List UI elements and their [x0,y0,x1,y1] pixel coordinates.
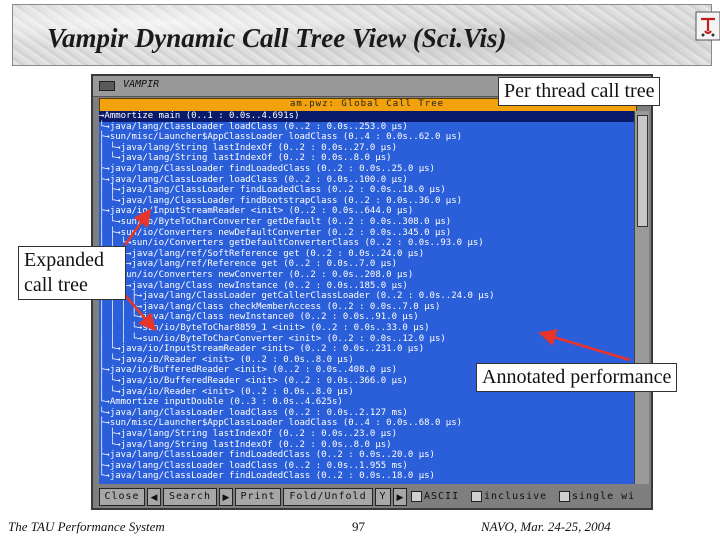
call-tree-row[interactable]: ├→java/io/InputStreamReader <init> (0..2… [99,206,414,217]
call-tree-row[interactable]: │ │ │ └→sun/io/ByteToCharConverter <init… [99,333,446,344]
call-tree-row[interactable]: ├→java/lang/ClassLoader loadClass (0..2 … [99,174,408,185]
expanded-call-tree-callout: Expanded call tree [18,246,126,300]
call-tree-row[interactable]: │ │ │ └→sun/io/ByteToChar8859_1 <init> (… [99,323,430,333]
call-tree-row[interactable]: │ │ └→java/lang/ref/Reference get (0..2 … [99,259,398,270]
call-tree-row[interactable]: ├→java/lang/ClassLoader loadClass (0..2 … [99,460,408,471]
call-tree-row[interactable]: │ └→java/io/Reader <init> (0..2 : 0.0s..… [99,386,354,397]
call-tree-row[interactable]: │ ├→java/lang/ClassLoader findLoadedClas… [99,185,446,196]
call-tree-row[interactable]: │ └→java/io/InputStreamReader <init> (0.… [99,344,425,355]
ascii-label: ASCII [424,491,460,502]
close-button[interactable]: Close [99,488,145,506]
call-tree-row[interactable]: └→Ammortize inputDouble (0..3 : 0.0s..4.… [99,397,343,408]
call-tree-row[interactable]: └→java/lang/ClassLoader loadClass (0..2 … [99,121,408,132]
call-tree-row[interactable]: ├→java/lang/ClassLoader findLoadedClass … [99,164,435,174]
per-thread-callout: Per thread call tree [498,77,661,106]
search-button[interactable]: Search [163,488,217,506]
call-tree-row[interactable]: │ └→java/lang/String lastIndexOf (0..2 :… [99,142,398,153]
call-tree-row[interactable]: ├→java/lang/ClassLoader findLoadedClass … [99,450,435,461]
checkbox-icon[interactable] [559,491,570,502]
print-button[interactable]: Print [235,488,281,506]
left-arrow-icon[interactable]: ◀ [147,488,161,506]
single-label: single wi [572,491,636,502]
fold-unfold-button[interactable]: Fold/Unfold [283,488,373,506]
call-tree-row[interactable]: └→java/lang/ClassLoader findLoadedClass … [99,471,435,482]
call-tree-row[interactable]: │ │ └→sun/io/Converters getDefaultConver… [99,238,484,249]
call-tree-row[interactable]: │ └→java/lang/ClassLoader findBootstrapC… [99,195,463,206]
bottom-toolbar: Close ◀ Search ▶ Print Fold/Unfold Y ▶ A… [97,488,652,506]
call-tree-row[interactable]: ├→sun/misc/Launcher$AppClassLoader loadC… [99,418,463,429]
scrollbar-thumb[interactable] [637,115,648,227]
call-tree-row[interactable]: │ └→sun/io/ByteToCharConverter getDefaul… [99,217,452,227]
call-tree-row[interactable]: │ │ │ └→java/lang/Class newInstance0 (0.… [99,312,419,323]
call-tree-title: am.pwz: Global Call Tree [290,99,445,109]
call-tree-row[interactable]: │ ├→sun/io/Converters newConverter (0..2… [99,270,414,280]
call-tree-row[interactable]: │ └→java/io/BufferedReader <init> (0..2 … [99,376,408,386]
title-banner: Vampir Dynamic Call Tree View (Sci.Vis) [12,4,720,66]
page-number: 97 [352,519,365,534]
window-title: VAMPIR [123,79,160,90]
call-tree-row[interactable]: │ └→java/lang/String lastIndexOf (0..2 :… [99,153,392,164]
call-tree-row[interactable]: │ │ └→java/lang/ref/SoftReference get (0… [99,248,425,259]
call-tree-row[interactable]: └→java/lang/ClassLoader loadClass (0..2 … [99,407,408,418]
call-tree-row[interactable]: │ │ ├→java/lang/Class newInstance (0..2 … [99,280,408,291]
tau-logo-icon [695,11,720,41]
window-menu-icon[interactable] [99,81,115,91]
call-tree-row[interactable]: ├→java/io/BufferedReader <init> (0..2 : … [99,365,398,376]
expanded-callout-line1: Expanded [24,249,104,271]
vampir-window: VAMPIR am.pwz: Global Call Tree →Ammorti… [91,74,653,510]
call-tree-row[interactable]: │ └→java/lang/String lastIndexOf (0..2 :… [99,439,392,450]
call-tree-row[interactable]: │ ├→java/lang/String lastIndexOf (0..2 :… [99,429,398,439]
right-arrow-icon[interactable]: ▶ [219,488,233,506]
call-tree-panel[interactable]: →Ammortize main (0..1 : 0.0s..4.691s) └→… [99,111,634,484]
checkbox-icon[interactable] [471,491,482,502]
right-arrow-icon[interactable]: ▶ [393,488,407,506]
expanded-callout-line2: call tree [24,274,88,296]
slide-title: Vampir Dynamic Call Tree View (Sci.Vis) [47,23,507,53]
call-tree-row[interactable]: │ │ │ ├→java/lang/ClassLoader getCallerC… [99,291,495,302]
y-button[interactable]: Y [375,488,391,506]
checkbox-icon[interactable] [411,491,422,502]
call-tree-row[interactable]: │ └→java/io/Reader <init> (0..2 : 0.0s..… [99,354,354,365]
call-tree-row[interactable]: →Ammortize main (0..1 : 0.0s..4.691s) [99,111,634,122]
footer-right: NAVO, Mar. 24-25, 2004 [481,519,611,534]
call-tree-row[interactable]: ├→sun/misc/Launcher$AppClassLoader loadC… [99,132,463,143]
call-tree-row[interactable]: │ │ │ ├→java/lang/Class checkMemberAcces… [99,301,441,312]
footer-left: The TAU Performance System [8,519,165,534]
annotated-performance-callout: Annotated performance [476,363,678,392]
vertical-scrollbar[interactable] [634,111,649,484]
call-tree-row[interactable]: │ ├→sun/io/Converters newDefaultConverte… [99,227,452,238]
inclusive-label: inclusive [484,491,548,502]
